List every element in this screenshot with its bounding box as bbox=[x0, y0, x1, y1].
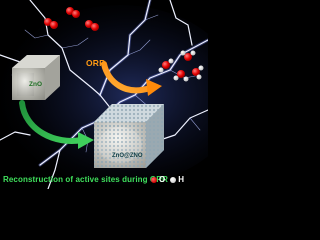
zno-at-zno-cube bbox=[94, 104, 164, 168]
water-molecules bbox=[158, 50, 204, 82]
legend-h-label: H bbox=[178, 175, 185, 184]
oxygen-molecules bbox=[44, 7, 99, 31]
zno-cube bbox=[12, 55, 60, 100]
atom-legend: O H bbox=[151, 175, 184, 184]
scene-artwork bbox=[0, 0, 208, 189]
oxygen-atom-icon bbox=[151, 176, 157, 183]
zno-label: ZnO bbox=[29, 81, 42, 88]
legend-o-label: O bbox=[159, 175, 166, 184]
hydrogen-atom-icon bbox=[170, 176, 177, 183]
toc-graphic: ZnO ORR ZnO@ZNO Reconstruction of active… bbox=[0, 0, 208, 189]
orr-label: ORR bbox=[86, 58, 106, 68]
orr-arrow bbox=[101, 61, 162, 96]
caption-text: Reconstruction of active sites during OR… bbox=[3, 175, 169, 184]
zno-at-zno-label: ZnO@ZNO bbox=[112, 153, 143, 159]
reconstruction-arrow bbox=[19, 100, 94, 149]
